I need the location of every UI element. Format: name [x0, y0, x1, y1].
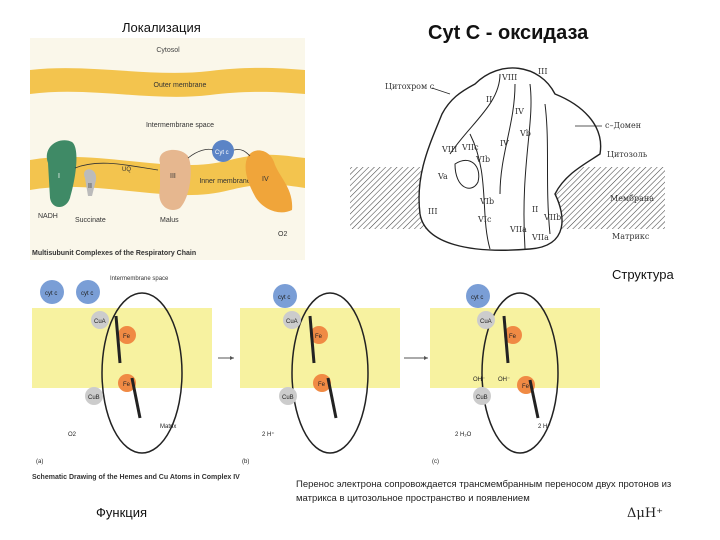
outer-membrane-label: Outer membrane: [154, 82, 207, 89]
diagram-label-43: O2: [68, 432, 77, 438]
localization-caption: Multisubunit Complexes of the Respirator…: [32, 250, 197, 257]
diagram-label-35: VIIa: [531, 233, 549, 242]
function-panel-b: cyt c CuA Fe Fe CuB 2 H⁺ (b): [240, 284, 400, 465]
diagram-label-62: (c): [432, 459, 439, 465]
diagram-label-34: VIIb: [543, 213, 561, 222]
complex-III: [159, 149, 191, 210]
uq-label: UQ: [122, 167, 131, 173]
complex-II-label: II: [88, 183, 92, 190]
diagram-label-49: Fe: [318, 382, 326, 388]
nadh-label: NADH: [38, 213, 58, 220]
main-title: Cyt C - оксидаза: [428, 22, 589, 44]
diagram-label-57: CuB: [476, 395, 488, 401]
diagram-label-42: CuB: [88, 395, 100, 401]
diagram-label-59: OH⁻: [498, 377, 510, 383]
structure-title: Структура: [612, 267, 674, 282]
outer-membrane: [30, 67, 305, 97]
diagram-label-46: cyt c: [278, 295, 290, 301]
function-caption: Schematic Drawing of the Hemes and Cu At…: [32, 474, 240, 481]
matrix-ru-label: Матрикс: [612, 232, 650, 241]
diagram-label-60: 2 H₂O: [455, 432, 472, 438]
diagram-label-37: cyt c: [45, 291, 57, 297]
diagram-label-28: Va: [437, 172, 448, 181]
diagram-label-33: II: [532, 205, 538, 214]
diagram-label-22: IV: [515, 107, 524, 116]
complex-IV: [245, 150, 293, 213]
function-diagram: Intermembrane space cyt c cyt c CuA Fe F…: [32, 276, 600, 465]
complex-I: [46, 140, 77, 207]
diagram-label-38: cyt c: [81, 291, 93, 297]
diagram-label-23: VIII: [441, 145, 457, 154]
diagram-label-48: Fe: [315, 334, 323, 340]
delta-mu-h: ΔμH⁺: [627, 506, 664, 521]
diagram-label-41: Fe: [123, 382, 131, 388]
c-domain-label: с–Домен: [605, 121, 641, 130]
diagram-label-45: (a): [36, 459, 43, 465]
complex-II: [84, 169, 97, 196]
diagram-label-44: Matrix: [160, 424, 176, 430]
diagram-label-53: cyt c: [471, 295, 483, 301]
diagram-label-21: II: [486, 95, 492, 104]
succinate-label: Succinate: [75, 217, 106, 224]
diagram-label-25: VIb: [475, 155, 490, 164]
complex-III-label: III: [170, 173, 176, 180]
diagram-label-52: (b): [242, 459, 249, 465]
complex-IV-label: IV: [262, 176, 269, 183]
diagram-label-51: 2 H⁺: [262, 431, 275, 438]
diagram-label-19: VIII: [501, 73, 517, 82]
cytosol-ru-label: Цитозоль: [607, 150, 648, 159]
function-panel-a: Intermembrane space cyt c cyt c CuA Fe F…: [32, 276, 212, 465]
intermembrane-label: Intermembrane space: [146, 122, 214, 129]
diagram-label-30: III: [428, 207, 437, 216]
diagram-label-54: CuA: [480, 319, 492, 325]
diagram-label-20: III: [538, 67, 547, 76]
diagram-label-55: Fe: [509, 334, 517, 340]
diagram-label-56: Fe: [522, 384, 530, 390]
complex-I-label: I: [58, 173, 60, 180]
o2-label: O2: [278, 231, 287, 238]
diagram-label-58: OH⁻: [473, 377, 485, 383]
structure-diagram: Цитохром с с–Домен Цитозоль Мембрана Мат…: [350, 67, 665, 251]
diagram-label-27: Vb: [519, 129, 531, 138]
localization-diagram: Cytosol Outer membrane Intermembrane spa…: [30, 38, 305, 260]
function-title: Функция: [96, 505, 147, 520]
diagram-label-29: VIb: [479, 197, 494, 206]
diagram-label-50: CuB: [282, 395, 294, 401]
diagram-label-61: 2 H⁺: [538, 423, 551, 430]
cyt-c-label: Cyt c: [215, 150, 229, 156]
diagram-label-32: VIIa: [509, 225, 527, 234]
diagram-label-24: VIIc: [461, 143, 479, 152]
cytochrome-c-label: Цитохром с: [385, 82, 435, 91]
cyt-c: [212, 140, 234, 162]
cyt-oxidase-outline: [418, 67, 602, 251]
diagram-label-31: VIc: [477, 215, 492, 224]
cytosol-label: Cytosol: [156, 47, 180, 54]
diagram-label-40: Fe: [123, 334, 131, 340]
diagram-label-47: CuA: [286, 319, 298, 325]
inner-membrane-label: Inner membrane: [199, 178, 250, 185]
diagram-label-36: Intermembrane space: [110, 276, 169, 282]
diagram-label-39: CuA: [94, 319, 106, 325]
membrane-ru-label: Мембрана: [610, 194, 654, 203]
description-text: Перенос электрона сопровождается трансме…: [296, 479, 672, 504]
diagram-label-26: IV: [500, 139, 509, 148]
function-panel-c: cyt c CuA Fe Fe CuB OH⁻ OH⁻ 2 H₂O 2 H⁺ (…: [430, 284, 600, 465]
localization-title: Локализация: [122, 20, 201, 35]
malus-label: Malus: [160, 217, 179, 224]
